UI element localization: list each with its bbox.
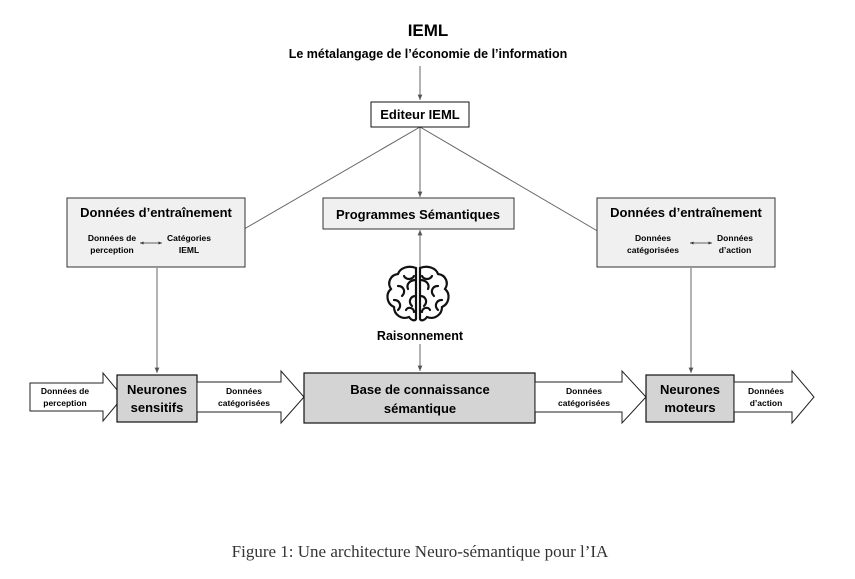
training-left-item-b-line2: IEML xyxy=(179,245,199,255)
motor-neurons-line1: Neurones xyxy=(660,382,720,397)
training-box-right xyxy=(596,197,776,268)
training-right-item-a-line1: Données xyxy=(635,233,671,243)
motor-neurons-line2: moteurs xyxy=(664,400,715,415)
training-right-title: Données d’entraînement xyxy=(610,205,762,220)
training-left-item-a-line2: perception xyxy=(90,245,133,255)
input-label-line1: Données de xyxy=(41,386,89,396)
training-box-left xyxy=(66,197,246,268)
training-right-item-b-line1: Données xyxy=(717,233,753,243)
input-label-line2: perception xyxy=(43,398,86,408)
input-arrow xyxy=(29,371,124,423)
figure-caption: Figure 1: Une architecture Neuro-sémanti… xyxy=(232,542,609,561)
training-right-item-b-line2: d’action xyxy=(719,245,752,255)
flow1-label-line1: Données xyxy=(226,386,262,396)
training-left-item-b-line1: Catégories xyxy=(167,233,211,243)
flow2-label-line1: Données xyxy=(566,386,602,396)
training-right-item-a-line2: catégorisées xyxy=(627,245,679,255)
flow2-label-line2: catégorisées xyxy=(558,398,610,408)
output-label-line2: d’action xyxy=(750,398,783,408)
sensory-neurons-line2: sensitifs xyxy=(131,400,184,415)
flow1-label-line2: catégorisées xyxy=(218,398,270,408)
editor-to-right-training-arrow xyxy=(419,126,619,244)
motor-neurons-box xyxy=(645,374,735,423)
training-left-title: Données d’entraînement xyxy=(80,205,232,220)
output-arrow xyxy=(733,369,815,425)
programs-box xyxy=(322,197,515,230)
editor-box xyxy=(370,101,470,128)
diagram-subtitle: Le métalangage de l’économie de l’inform… xyxy=(289,47,568,61)
sensory-neurons-line1: Neurones xyxy=(127,382,187,397)
editor-label: Editeur IEML xyxy=(380,107,460,122)
flow-arrow-1 xyxy=(196,369,305,425)
training-left-item-a-line1: Données de xyxy=(88,233,136,243)
knowledge-base-line2: sémantique xyxy=(384,401,456,416)
output-label-line1: Données xyxy=(748,386,784,396)
brain-icon xyxy=(386,265,450,322)
sensory-neurons-box xyxy=(116,374,198,423)
diagram-title: IEML xyxy=(408,21,449,40)
knowledge-base-line1: Base de connaissance xyxy=(350,382,489,397)
knowledge-base-box xyxy=(303,372,536,424)
reasoning-label: Raisonnement xyxy=(377,329,464,343)
editor-to-left-training-arrow xyxy=(219,126,421,244)
programs-label: Programmes Sémantiques xyxy=(336,207,500,222)
flow-arrow-2 xyxy=(534,369,647,425)
